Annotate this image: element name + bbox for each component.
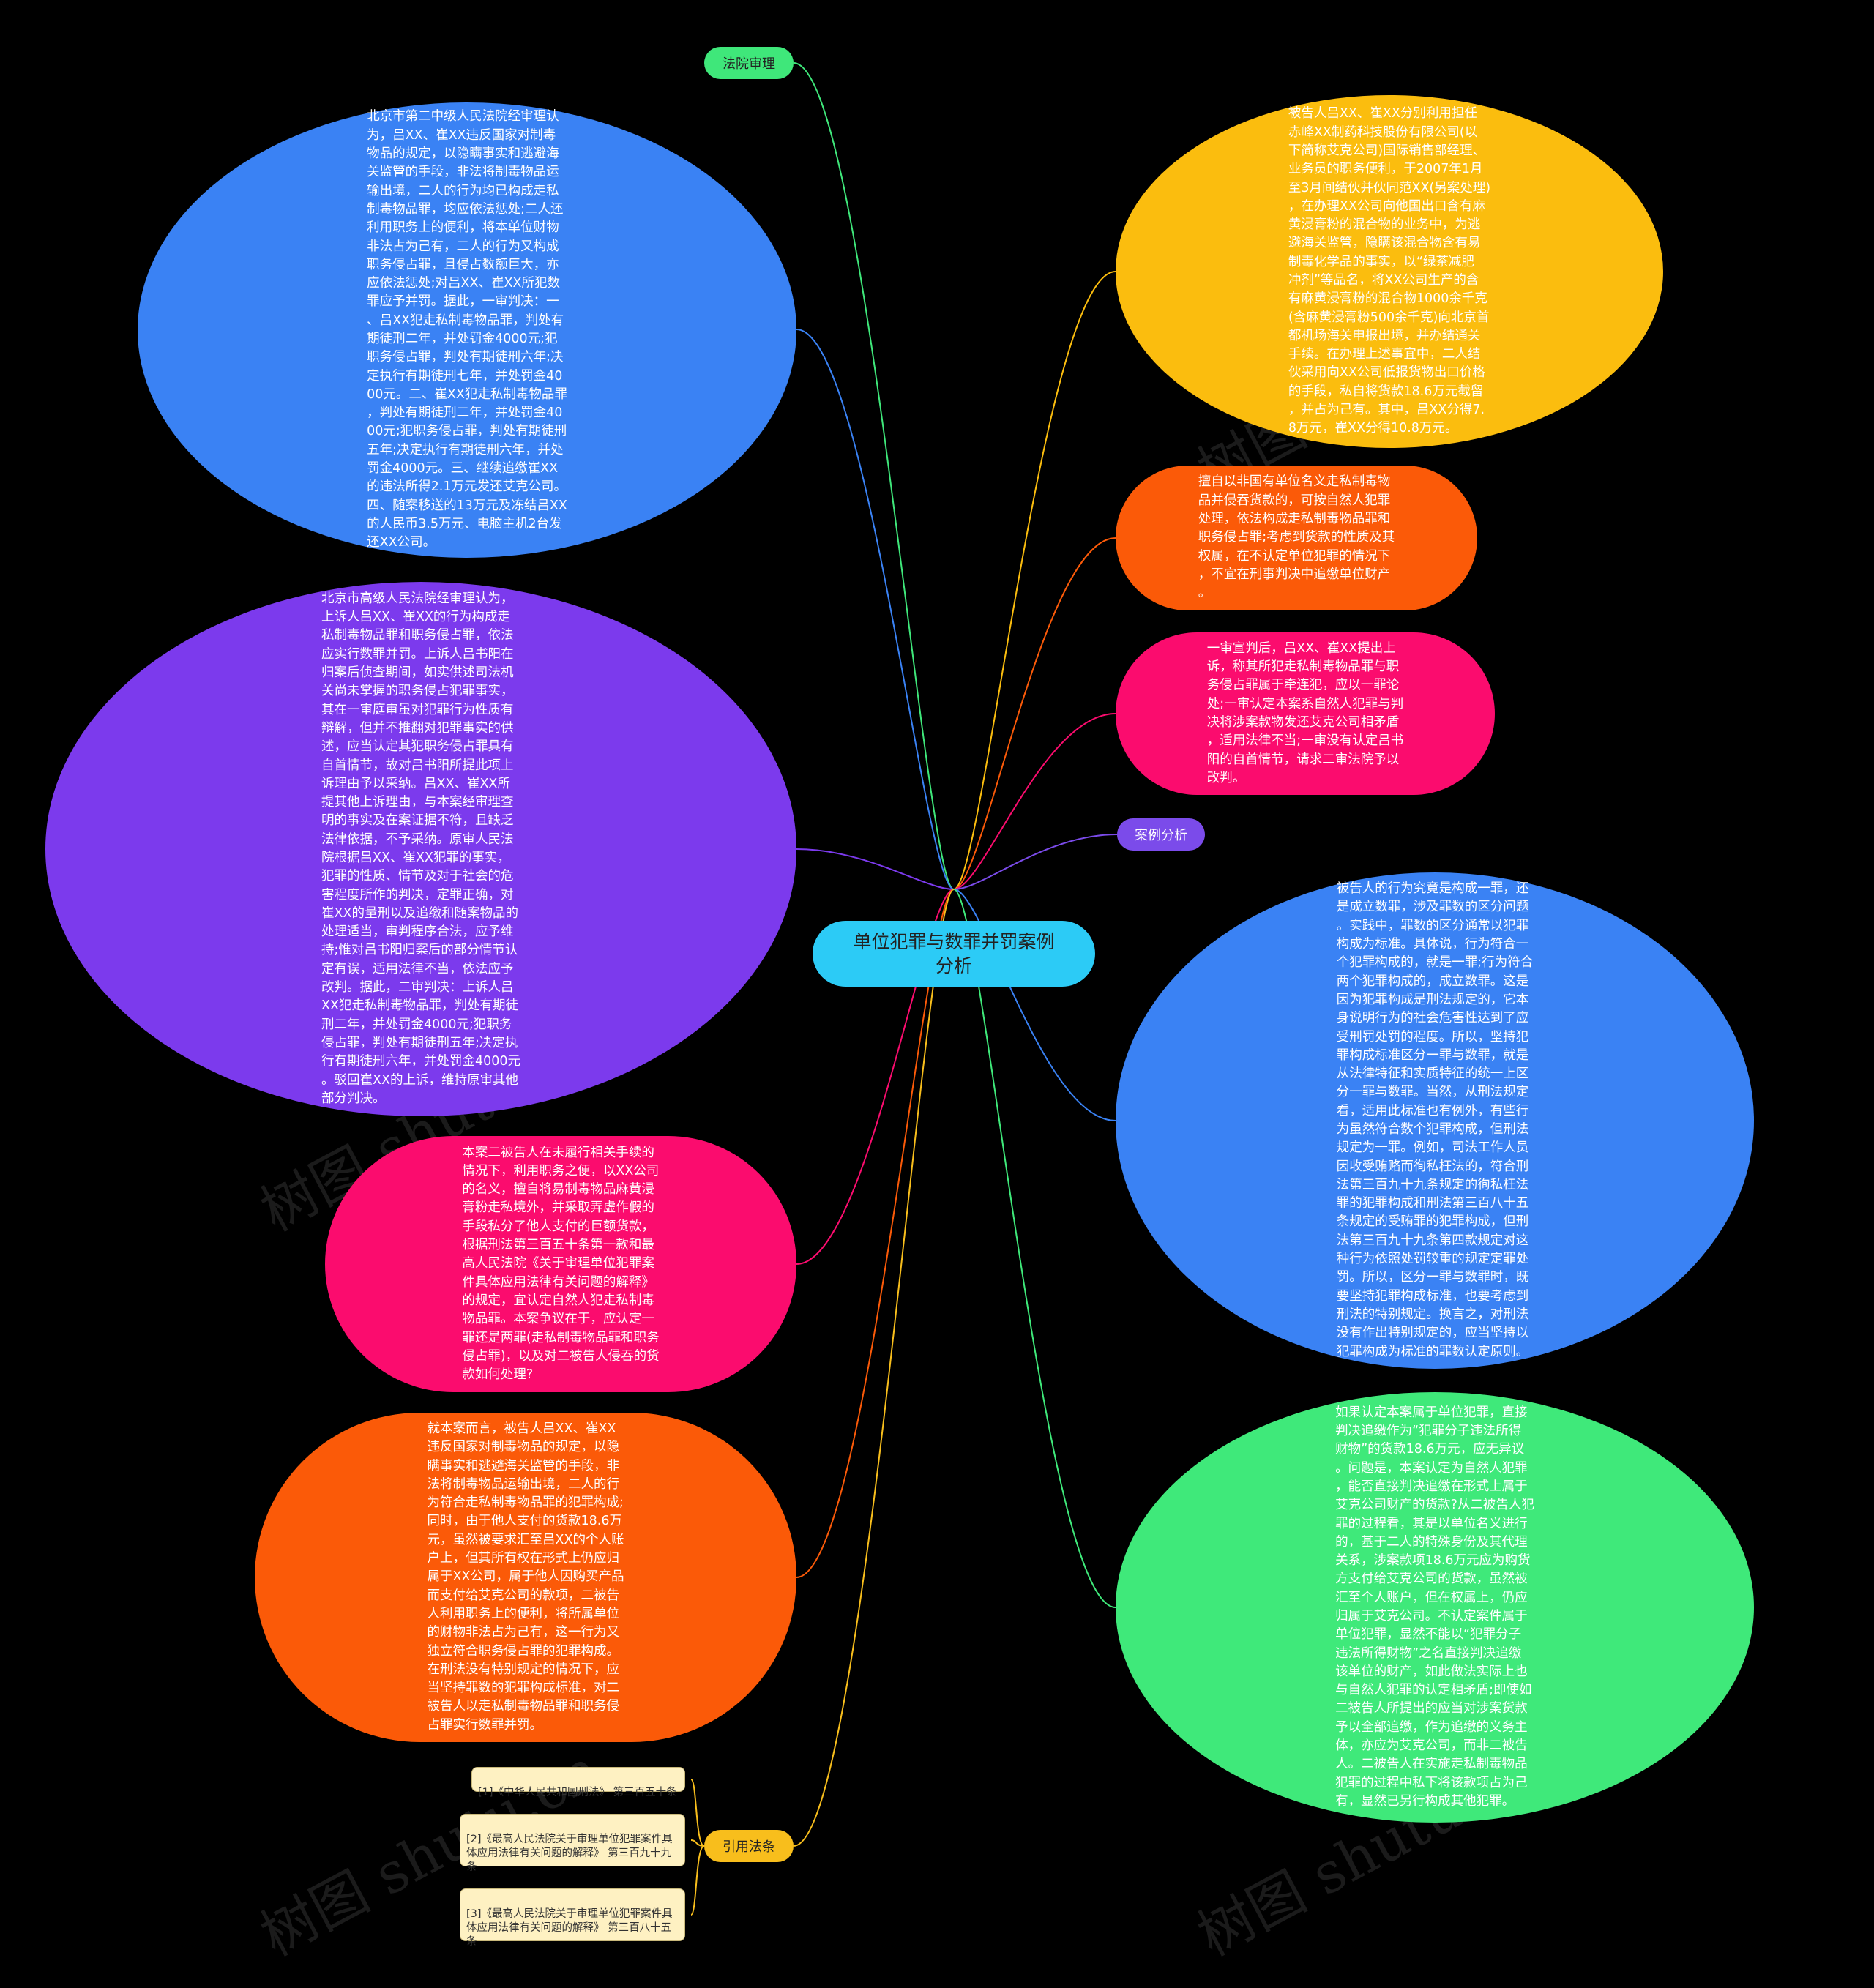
- connector-line: [793, 889, 955, 1847]
- branch-case-analysis-label: 案例分析: [1135, 828, 1187, 843]
- node-text: 被告人吕XX、崔XX分别利用担任 赤峰XX制药科技股份有限公司(以 下简称艾克公…: [1288, 106, 1491, 436]
- node-text: 一审宣判后，吕XX、崔XX提出上 诉，称其所犯走私制毒物品罪与职 务侵占罪属于牵…: [1206, 640, 1404, 785]
- center-topic[interactable]: 单位犯罪与数罪并罚案例 分析: [813, 921, 1095, 987]
- reference-connector: [690, 1779, 705, 1847]
- branch-case-analysis[interactable]: 案例分析: [1117, 818, 1205, 851]
- node-appeal[interactable]: 一审宣判后，吕XX、崔XX提出上 诉，称其所犯走私制毒物品罪与职 务侵占罪属于牵…: [1116, 632, 1495, 795]
- branch-cited-laws-label: 引用法条: [723, 1839, 775, 1855]
- connector-line: [953, 537, 1116, 890]
- node-text: 北京市高级人民法院经审理认为， 上诉人吕XX、崔XX的行为构成走 私制毒物品罪和…: [321, 591, 521, 1106]
- connector-line: [953, 889, 1116, 1121]
- node-multiple-crimes-analysis[interactable]: 就本案而言，被告人吕XX、崔XX 违反国家对制毒物品的规定，以隐 瞒事实和逃避海…: [255, 1413, 796, 1742]
- reference-text: [3]《最高人民法院关于审理单位犯罪案件具 体应用法律有关问题的解释》 第三百八…: [466, 1908, 673, 1948]
- node-text: 就本案而言，被告人吕XX、崔XX 违反国家对制毒物品的规定，以隐 瞒事实和逃避海…: [427, 1421, 624, 1733]
- node-crime-count-criteria[interactable]: 被告人的行为究竟是构成一罪，还 是成立数罪，涉及罪数的区分问题 。实践中，罪数的…: [1116, 872, 1754, 1369]
- branch-court-trial-label: 法院审理: [723, 56, 775, 72]
- node-first-instance-judgment[interactable]: 北京市第二中级人民法院经审理认 为，吕XX、崔XX违反国家对制毒 物品的规定，以…: [138, 102, 796, 558]
- node-text: 北京市第二中级人民法院经审理认 为，吕XX、崔XX违反国家对制毒 物品的规定，以…: [367, 109, 567, 550]
- connector-line: [953, 713, 1116, 890]
- node-text: 被告人的行为究竟是构成一罪，还 是成立数罪，涉及罪数的区分问题 。实践中，罪数的…: [1336, 881, 1534, 1359]
- branch-cited-laws[interactable]: 引用法条: [704, 1830, 794, 1862]
- node-ruling-summary[interactable]: 擅自以非国有单位名义走私制毒物 品并侵吞货款的，可按自然人犯罪 处理，依法构成走…: [1116, 466, 1477, 610]
- node-text: 如果认定本案属于单位犯罪，直接 判决追缴作为“犯罪分子违法所得 财物”的货款18…: [1335, 1405, 1534, 1809]
- node-recovery-of-payment[interactable]: 如果认定本案属于单位犯罪，直接 判决追缴作为“犯罪分子违法所得 财物”的货款18…: [1116, 1392, 1754, 1823]
- node-second-instance-judgment[interactable]: 北京市高级人民法院经审理认为， 上诉人吕XX、崔XX的行为构成走 私制毒物品罪和…: [45, 582, 796, 1116]
- reference-item[interactable]: [3]《最高人民法院关于审理单位犯罪案件具 体应用法律有关问题的解释》 第三百八…: [460, 1888, 685, 1948]
- node-text: 擅自以非国有单位名义走私制毒物 品并侵吞货款的，可按自然人犯罪 处理，依法构成走…: [1198, 474, 1395, 601]
- connector-line: [796, 889, 955, 1578]
- reference-connector: [690, 1839, 705, 1847]
- reference-item[interactable]: [1]《中华人民共和国刑法》 第三百五十条: [471, 1767, 685, 1798]
- node-case-facts[interactable]: 被告人吕XX、崔XX分别利用担任 赤峰XX制药科技股份有限公司(以 下简称艾克公…: [1116, 95, 1663, 448]
- reference-connector: [690, 1845, 705, 1916]
- node-text: 本案二被告人在未履行相关手续的 情况下，利用职务之便，以XX公司 的名义，擅自将…: [462, 1145, 660, 1383]
- reference-text: [2]《最高人民法院关于审理单位犯罪案件具 体应用法律有关问题的解释》 第三百九…: [466, 1834, 673, 1873]
- connector-line: [793, 62, 955, 890]
- connector-line: [796, 329, 955, 890]
- connector-line: [953, 271, 1116, 890]
- connector-line: [796, 848, 955, 890]
- reference-text: [1]《中华人民共和国刑法》 第三百五十条: [478, 1787, 677, 1798]
- reference-item[interactable]: [2]《最高人民法院关于审理单位犯罪案件具 体应用法律有关问题的解释》 第三百九…: [460, 1814, 685, 1873]
- node-case-issue[interactable]: 本案二被告人在未履行相关手续的 情况下，利用职务之便，以XX公司 的名义，擅自将…: [325, 1136, 796, 1392]
- center-topic-label: 单位犯罪与数罪并罚案例 分析: [853, 931, 1055, 976]
- connector-line: [953, 834, 1118, 890]
- branch-court-trial[interactable]: 法院审理: [704, 47, 794, 79]
- connector-line: [953, 889, 1116, 1608]
- connector-line: [796, 889, 955, 1265]
